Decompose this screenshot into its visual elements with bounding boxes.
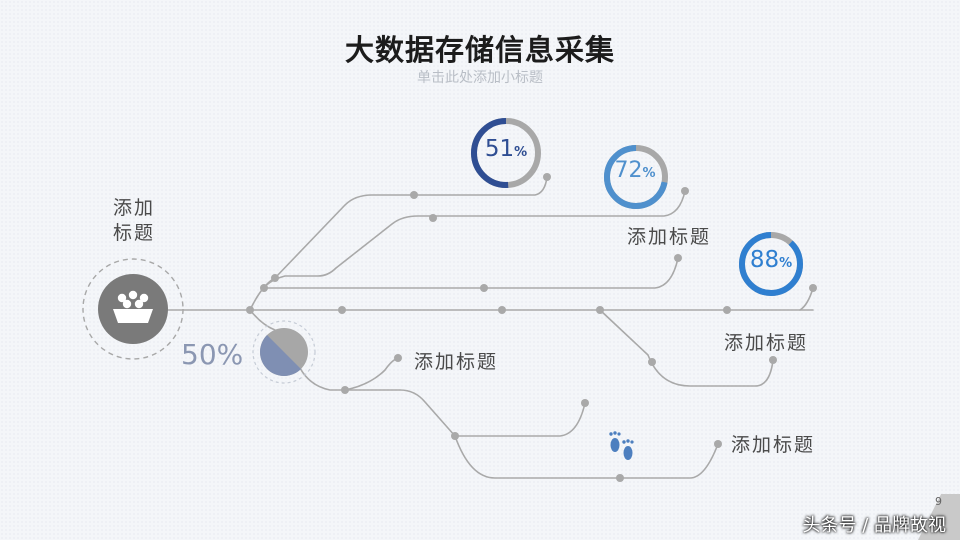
branch-line-right-lower bbox=[599, 309, 774, 387]
node bbox=[714, 440, 722, 448]
page-number: 9 bbox=[935, 495, 942, 508]
node bbox=[480, 284, 488, 292]
ring-number: 72 bbox=[614, 158, 643, 183]
node bbox=[341, 386, 349, 394]
page-title: 大数据存储信息采集 bbox=[344, 33, 615, 67]
node bbox=[809, 284, 817, 292]
node bbox=[451, 432, 459, 440]
page-subtitle: 单击此处添加小标题 bbox=[417, 70, 543, 86]
node bbox=[723, 306, 731, 314]
node bbox=[543, 173, 551, 181]
node bbox=[260, 284, 268, 292]
branch-label-bottom-right: 添加标题 bbox=[731, 434, 816, 456]
node bbox=[616, 474, 624, 482]
ring-unit: % bbox=[514, 145, 528, 160]
pie-slice bbox=[260, 335, 301, 376]
node bbox=[410, 191, 418, 199]
node bbox=[681, 187, 689, 195]
branch-line-lower bbox=[249, 309, 719, 479]
node bbox=[769, 356, 777, 364]
branch-label-right: 添加标题 bbox=[724, 332, 809, 354]
branch-label-upper-right: 添加标题 bbox=[627, 226, 712, 248]
node bbox=[581, 399, 589, 407]
ring-72-value: 72% bbox=[603, 158, 667, 183]
ring-progress-arc bbox=[471, 118, 541, 188]
hub-label: 添加 标题 bbox=[96, 196, 172, 246]
ring-51-value: 51% bbox=[470, 136, 542, 162]
ring-number: 51 bbox=[484, 136, 515, 162]
node bbox=[648, 358, 656, 366]
ring-progress-arc bbox=[739, 232, 803, 296]
node bbox=[394, 354, 402, 362]
pie-dashed-ring bbox=[252, 320, 316, 384]
branch-line-51 bbox=[249, 176, 548, 311]
branch-line-small bbox=[454, 402, 586, 437]
node bbox=[674, 254, 682, 262]
hub-dashed-ring bbox=[82, 258, 184, 360]
branch-line-label-left bbox=[344, 357, 399, 391]
node bbox=[271, 274, 279, 282]
watermark: 头条号 / 品牌故视 bbox=[802, 515, 946, 536]
ring-unit: % bbox=[779, 256, 793, 271]
progress-rings bbox=[471, 118, 803, 296]
center-percent: 50% bbox=[181, 338, 244, 371]
node bbox=[498, 306, 506, 314]
branch-label-center: 添加标题 bbox=[414, 351, 499, 373]
ring-88-value: 88% bbox=[738, 247, 804, 273]
ring-number: 88 bbox=[749, 247, 780, 273]
branch-line-mid bbox=[263, 257, 679, 289]
branch-nodes bbox=[246, 173, 817, 482]
ring-unit: % bbox=[642, 166, 656, 181]
node bbox=[596, 306, 604, 314]
node bbox=[246, 306, 254, 314]
basket-icon bbox=[113, 290, 153, 323]
hub-label-line1: 添加 bbox=[112, 197, 155, 219]
ring-progress-arc bbox=[604, 145, 668, 209]
hub-label-line2: 标题 bbox=[112, 222, 155, 244]
node bbox=[338, 306, 346, 314]
footprints-icon bbox=[609, 431, 634, 460]
node bbox=[429, 214, 437, 222]
